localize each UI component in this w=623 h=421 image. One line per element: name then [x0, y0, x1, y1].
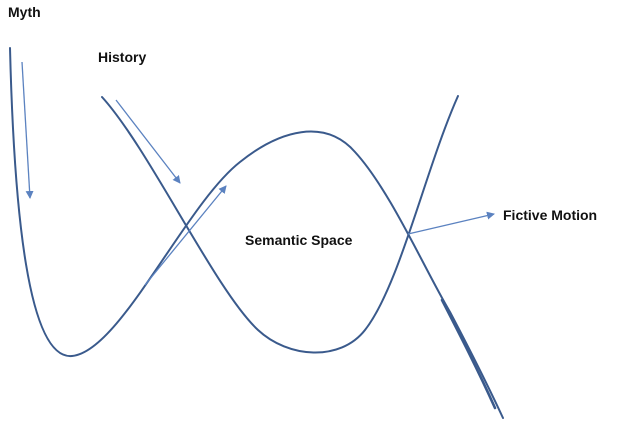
fictive-motion-label: Fictive Motion	[503, 207, 598, 223]
myth-label: Myth	[8, 4, 41, 20]
semantic-space-label: Semantic Space	[245, 232, 353, 248]
myth-arrow	[21, 61, 34, 199]
rising-arrow	[144, 185, 227, 286]
history-curve	[101, 95, 459, 354]
history-arrow	[115, 99, 181, 184]
myth-curve	[9, 47, 504, 419]
fictive-motion-arrow	[407, 211, 495, 235]
myth-curve-tail-emphasis	[440, 298, 497, 410]
history-label: History	[98, 49, 147, 65]
